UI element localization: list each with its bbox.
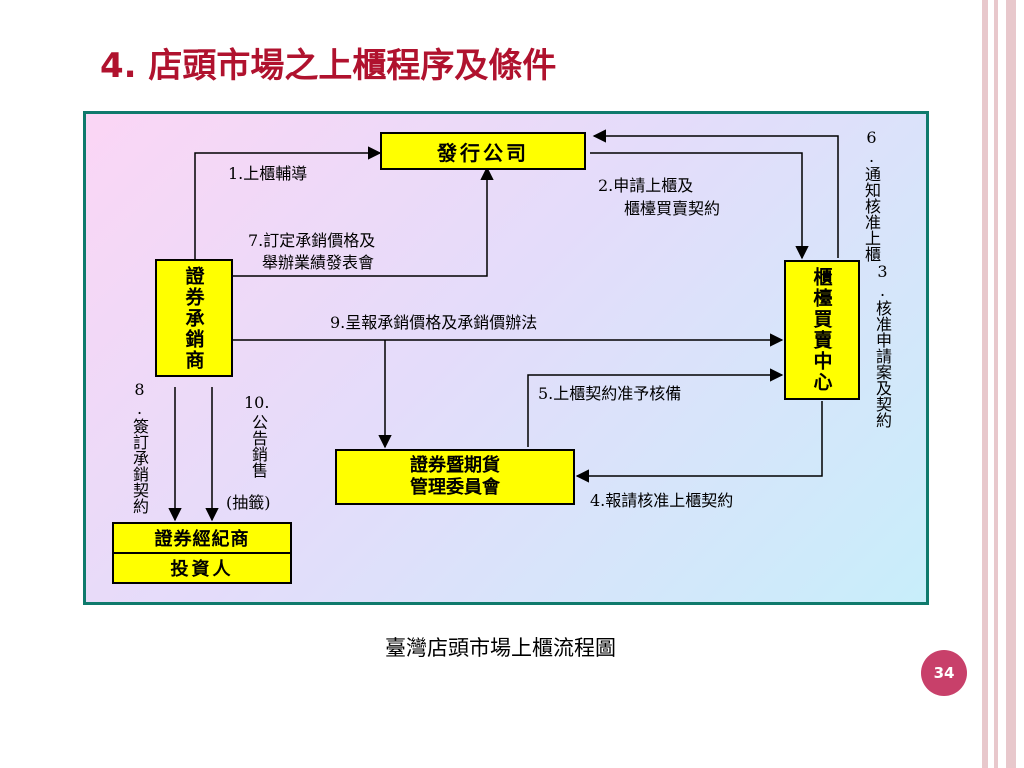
edge-5-label: 5.上櫃契約准予核備 xyxy=(538,384,682,403)
figure-caption: 臺灣店頭市場上櫃流程圖 xyxy=(385,636,616,660)
node-underwriter: 證券承銷商 xyxy=(155,259,233,377)
page-number-badge: 34 xyxy=(921,650,967,696)
edge-6-arrow xyxy=(592,129,839,258)
edge-10-label-text: 公告銷售 xyxy=(249,414,268,478)
edge-2-label-line1: 2.申請上櫃及 xyxy=(598,176,694,195)
node-commission-line1: 證券暨期貨 xyxy=(410,455,500,476)
node-otc-center: 櫃檯買賣中心 xyxy=(784,260,860,400)
node-issuer-label: 發行公司 xyxy=(437,140,529,165)
edge-7-arrow xyxy=(232,166,494,277)
edge-10-label-paren: (抽籤) xyxy=(226,493,271,512)
edge-1-label: 1.上櫃輔導 xyxy=(228,164,308,183)
decorative-stripes xyxy=(980,0,1024,768)
node-broker: 證券經紀商 xyxy=(112,522,292,554)
edge-2-arrow xyxy=(590,152,809,260)
node-investor: 投資人 xyxy=(112,552,292,584)
edge-6-label: 6.通知核准上櫃 xyxy=(862,128,881,262)
node-broker-label: 證券經紀商 xyxy=(154,529,250,550)
edge-3-label: 3.核准申請案及契約 xyxy=(873,262,892,428)
node-investor-label: 投資人 xyxy=(170,559,234,580)
node-otc-center-label: 櫃檯買賣中心 xyxy=(810,267,833,393)
edge-9-label: 9.呈報承銷價格及承銷價辦法 xyxy=(330,313,538,332)
page-number: 34 xyxy=(933,664,955,682)
edge-8-label: 8.簽訂承銷契約 xyxy=(130,380,149,514)
edge-1-arrow xyxy=(194,146,382,261)
slide-title: 4. 店頭市場之上櫃程序及條件 xyxy=(100,46,557,86)
node-issuer: 發行公司 xyxy=(380,132,586,170)
edge-5-arrow xyxy=(527,368,784,447)
edge-4-arrow xyxy=(575,401,823,483)
edge-10-label-number: 10. xyxy=(244,393,270,412)
node-underwriter-label: 證券承銷商 xyxy=(182,265,205,371)
edge-7-label-line2: 舉辦業績發表會 xyxy=(262,253,375,272)
node-commission-line2: 管理委員會 xyxy=(410,477,500,498)
node-commission: 證券暨期貨 管理委員會 xyxy=(335,449,575,505)
edge-2-label-line2: 櫃檯買賣契約 xyxy=(624,199,721,218)
edge-4-label: 4.報請核准上櫃契約 xyxy=(590,491,734,510)
edge-7-label-line1: 7.訂定承銷價格及 xyxy=(248,231,376,250)
